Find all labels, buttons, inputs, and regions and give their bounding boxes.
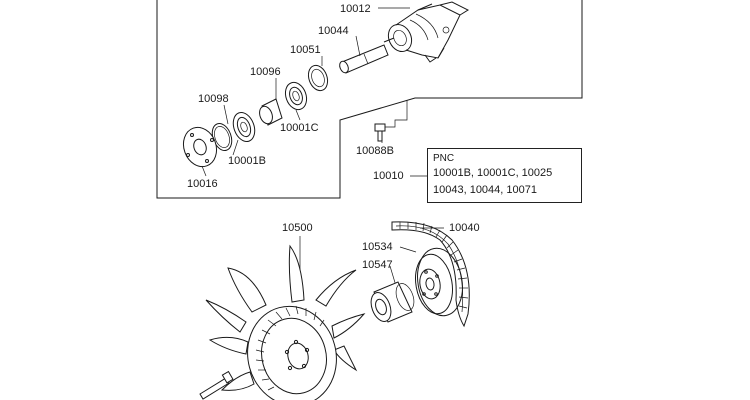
label-10001c: 10001C	[280, 122, 319, 134]
label-10010: 10010	[373, 170, 404, 182]
label-10547: 10547	[362, 259, 393, 271]
label-10040: 10040	[449, 222, 480, 234]
pnc-line-2: 10043, 10044, 10071	[433, 184, 537, 196]
label-10044: 10044	[318, 25, 349, 37]
label-10051: 10051	[290, 44, 321, 56]
label-10534: 10534	[362, 241, 393, 253]
belt-teeth	[399, 222, 469, 309]
label-10016: 10016	[187, 178, 218, 190]
pulley-10534	[415, 247, 463, 317]
pump-housing-10012	[387, 1, 470, 63]
v-belt-10040	[391, 221, 470, 328]
bearing-10001b	[232, 111, 256, 143]
pnc-line-1: 10001B, 10001C, 10025	[433, 167, 553, 179]
bolt-10088b	[374, 100, 408, 142]
shaft-10044	[339, 37, 395, 74]
fan-hub-fins	[255, 305, 325, 391]
pnc-box: PNC 10001B, 10001C, 10025 10043, 10044, …	[427, 148, 582, 203]
pnc-title: PNC	[433, 153, 455, 164]
fan-bolt	[199, 370, 234, 400]
flange-10016	[182, 126, 218, 168]
label-10088b: 10088B	[356, 145, 394, 157]
bearing-10001c	[284, 81, 308, 111]
seal-10051	[307, 64, 329, 92]
assembly-frame	[156, 0, 583, 199]
spacer-10547	[370, 281, 415, 323]
label-10096: 10096	[250, 66, 281, 78]
label-10012: 10012	[340, 3, 371, 15]
label-10098: 10098	[198, 93, 229, 105]
label-10500: 10500	[282, 222, 313, 234]
spacer-10096	[259, 98, 283, 126]
fan-10500	[205, 244, 366, 400]
label-10001b: 10001B	[228, 155, 266, 167]
